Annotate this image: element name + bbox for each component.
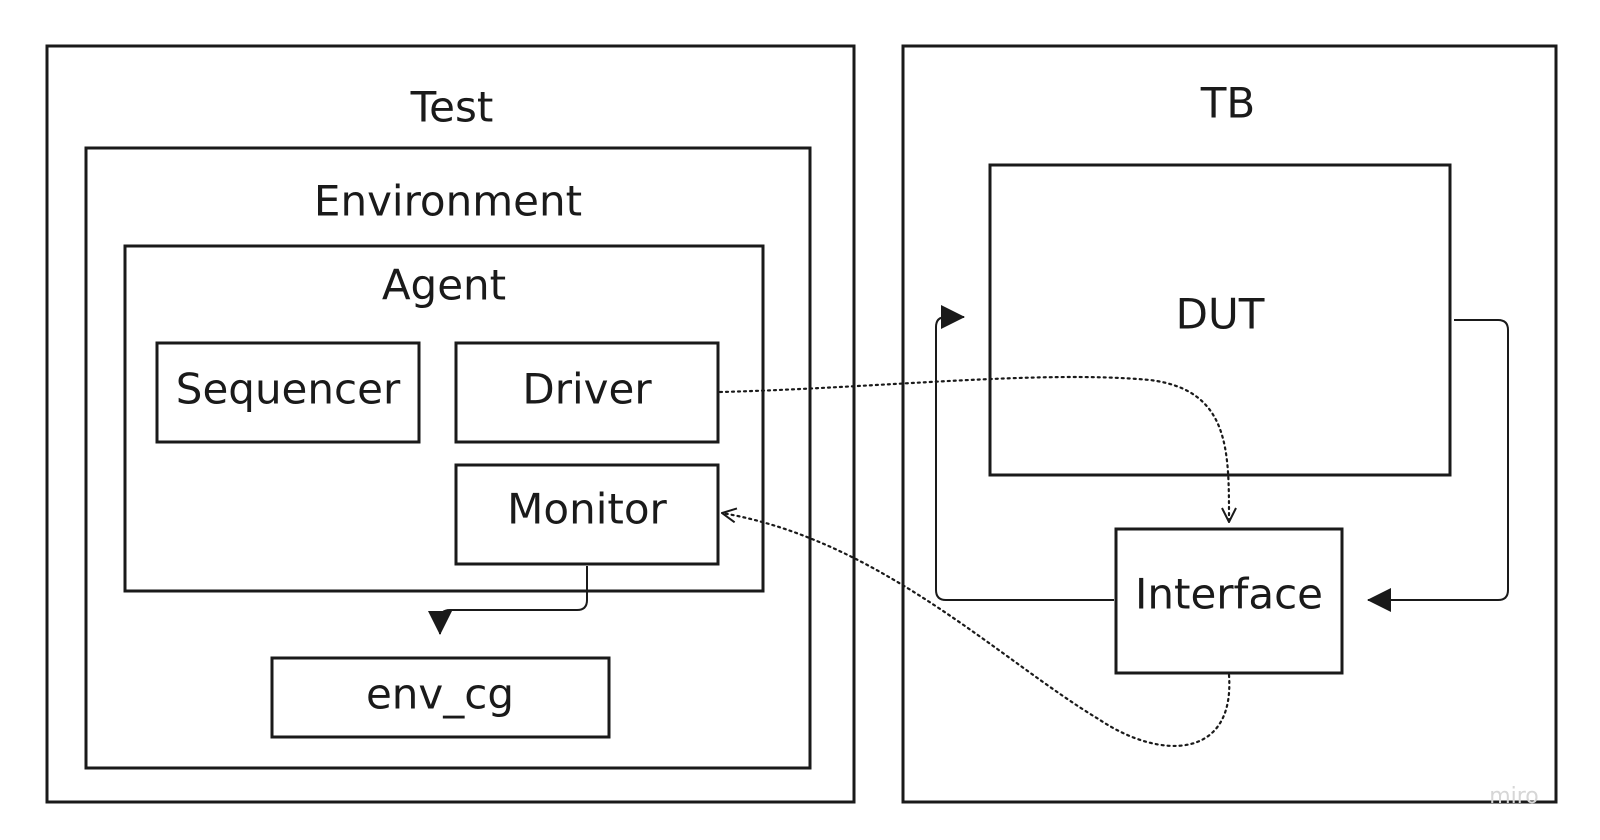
dut-to-interface-edge <box>1367 319 1509 612</box>
interface-to-monitor-edge <box>722 513 1231 747</box>
monitor-block: Monitor <box>454 463 720 566</box>
interface-block: Interface <box>1114 527 1344 675</box>
tb-title: TB <box>1200 79 1255 128</box>
driver-label: Driver <box>522 365 652 414</box>
environment-title: Environment <box>314 177 582 226</box>
miro-watermark: miro <box>1489 784 1539 809</box>
dut-block: DUT <box>988 163 1452 477</box>
dut-label: DUT <box>1176 290 1265 339</box>
sequencer-label: Sequencer <box>176 365 401 414</box>
monitor-label: Monitor <box>507 485 667 534</box>
interface-to-dut-edge <box>935 305 1114 601</box>
env-cg-block: env_cg <box>270 656 611 739</box>
driver-block: Driver <box>454 341 720 444</box>
test-title: Test <box>410 83 494 132</box>
interface-label: Interface <box>1135 570 1323 619</box>
env-cg-label: env_cg <box>366 670 514 719</box>
sequencer-block: Sequencer <box>155 341 421 444</box>
monitor-to-env-cg-edge <box>428 566 588 635</box>
agent-title: Agent <box>382 261 506 310</box>
driver-to-interface-edge <box>718 375 1229 524</box>
